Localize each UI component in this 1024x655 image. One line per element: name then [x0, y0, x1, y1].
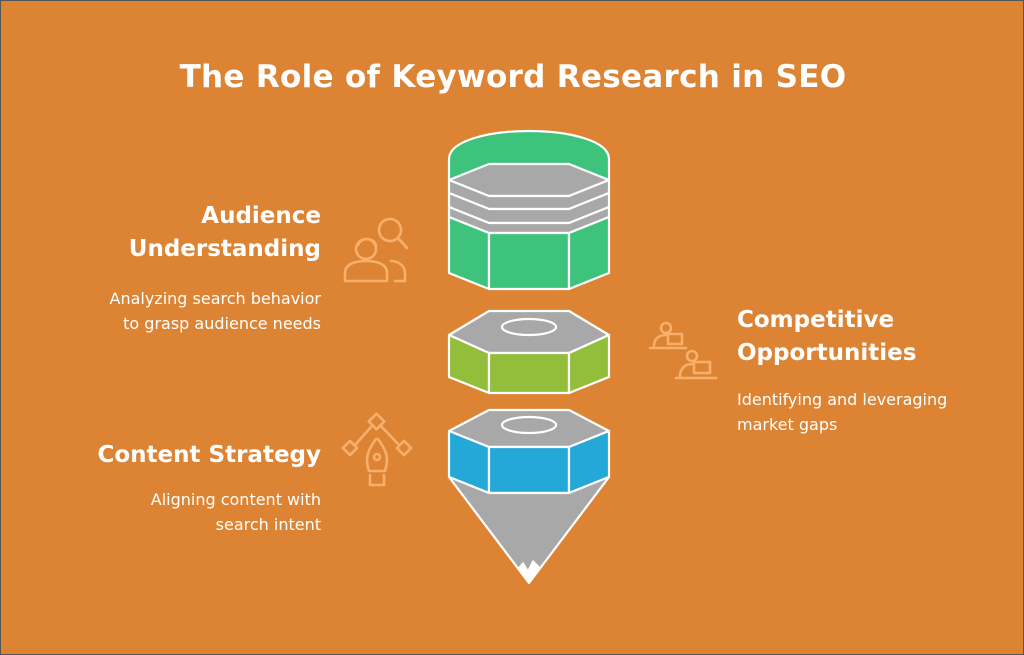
- pen-nib-icon: [341, 412, 413, 487]
- audience-heading-line2: Understanding: [128, 236, 321, 262]
- audience-heading-line1: Audience: [201, 203, 321, 229]
- pencil-tip: [447, 475, 611, 585]
- competitive-desc-line1: Identifying and leveraging: [737, 390, 948, 409]
- audience-desc-line2: to grasp audience needs: [123, 314, 321, 333]
- competitive-heading-line1: Competitive: [737, 307, 895, 333]
- people-laptops-icon: [648, 321, 718, 380]
- pencil-middle-segment: [447, 309, 611, 395]
- content-desc-line2: search intent: [215, 515, 321, 534]
- people-search-icon: [343, 217, 409, 283]
- content-description: Aligning content with search intent: [151, 487, 321, 537]
- audience-desc-line1: Analyzing search behavior: [109, 289, 322, 308]
- competitive-desc-line2: market gaps: [737, 415, 838, 434]
- content-heading: Content Strategy: [97, 442, 322, 468]
- competitive-description: Identifying and leveraging market gaps: [737, 387, 947, 437]
- audience-heading: Audience Understanding: [129, 200, 321, 266]
- page-title: The Role of Keyword Research in SEO: [179, 59, 847, 95]
- competitive-heading-line2: Opportunities: [737, 340, 917, 366]
- content-desc-line1: Aligning content with: [150, 490, 321, 509]
- pencil-eraser-cap: [447, 129, 611, 291]
- audience-description: Analyzing search behavior to grasp audie…: [110, 286, 322, 336]
- competitive-heading: Competitive Opportunities: [737, 304, 916, 370]
- pencil-lower-segment: [447, 408, 611, 495]
